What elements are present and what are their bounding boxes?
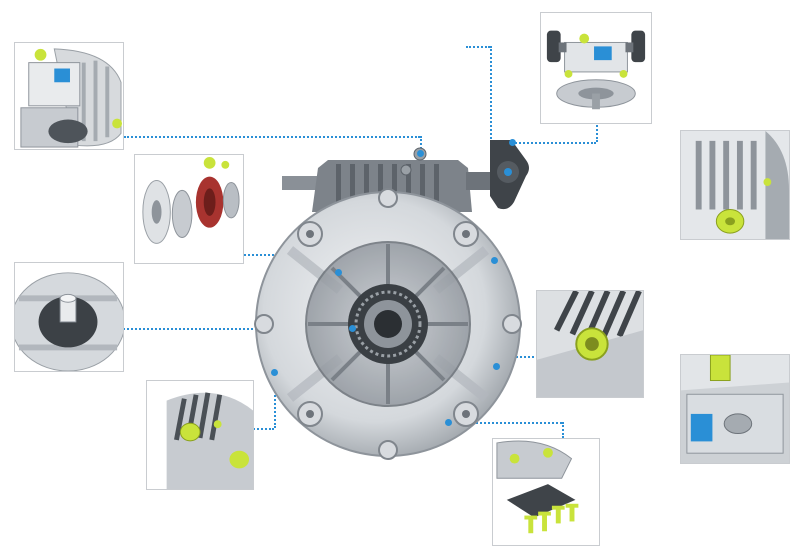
marker-dot [508, 138, 516, 146]
marker-dot [490, 256, 498, 264]
marker-dot [348, 324, 356, 332]
oil-seal-kit-icon [142, 156, 240, 244]
callout-cooling-fins [146, 380, 254, 490]
marker-dot [270, 368, 278, 376]
leader-line [100, 328, 352, 330]
worm-gear-reducer-icon [254, 140, 529, 460]
dual-handwheel-icon [546, 30, 646, 110]
marker-dot [416, 149, 424, 157]
leader-line [236, 254, 286, 256]
leader-line [124, 136, 420, 138]
leader-line [496, 356, 550, 358]
motor-adapter-icon [20, 48, 122, 148]
leader-line [466, 46, 490, 48]
oil-plug-icon [537, 291, 643, 397]
marker-dot [492, 362, 500, 370]
housing-fins-icon [681, 131, 789, 239]
leader-line [420, 136, 422, 152]
callout-dual-handwheel [540, 12, 652, 124]
mounting-foot-icon [496, 440, 579, 534]
callout-breather-valve [680, 354, 790, 464]
marker-dot [334, 268, 342, 276]
cooling-fins-icon [166, 392, 253, 489]
callout-output-flange [14, 262, 124, 372]
callout-motor-adapter [14, 42, 124, 150]
callout-oil-seal-kit [134, 154, 244, 264]
output-flange-icon [15, 272, 123, 371]
leader-line [562, 422, 564, 438]
callout-housing-fins [680, 130, 790, 240]
leader-line [512, 142, 596, 144]
callout-mounting-foot [492, 438, 600, 546]
output-bore [374, 310, 402, 338]
leader-line [274, 372, 276, 428]
breather-valve-icon [681, 355, 789, 463]
leader-line [490, 46, 492, 142]
leader-line [596, 122, 598, 142]
leader-line [448, 422, 562, 424]
callout-oil-plug [536, 290, 644, 398]
marker-dot [444, 418, 452, 426]
